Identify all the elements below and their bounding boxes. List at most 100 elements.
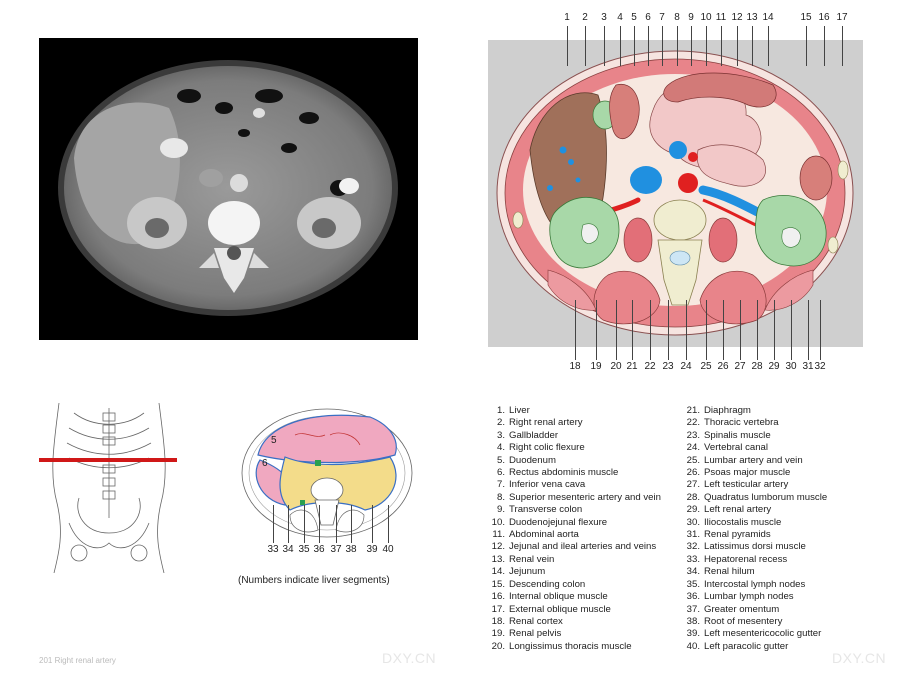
legend-item: 25.Lumbar artery and vein xyxy=(678,455,876,467)
legend-item-text: Rectus abdominis muscle xyxy=(509,467,619,479)
segment-leader-line xyxy=(388,505,389,543)
top-label-16: 16 xyxy=(818,12,830,23)
bottom-label-24: 24 xyxy=(680,361,692,372)
top-label-5: 5 xyxy=(631,12,637,23)
bottom-leader-line xyxy=(650,300,651,360)
segment-leader-line xyxy=(319,505,320,543)
legend-item-text: Right renal artery xyxy=(509,417,583,429)
bottom-leader-line xyxy=(808,300,809,360)
legend-item-number: 40. xyxy=(686,640,700,652)
bottom-label-23: 23 xyxy=(662,361,674,372)
top-leader-line xyxy=(585,26,586,66)
legend-item-text: Renal pelvis xyxy=(509,628,562,640)
segment-label-40: 40 xyxy=(382,544,394,555)
segment-label-36: 36 xyxy=(313,544,325,555)
legend-item-number: 35. xyxy=(686,578,700,590)
top-leader-line xyxy=(752,26,753,66)
top-label-17: 17 xyxy=(836,12,848,23)
legend-item: 18.Renal cortex xyxy=(483,616,681,628)
legend-item: 7.Inferior vena cava xyxy=(483,479,681,491)
legend-item-number: 18. xyxy=(491,615,505,627)
bottom-label-30: 30 xyxy=(785,361,797,372)
legend-item-text: Duodenum xyxy=(509,454,556,466)
legend-item-number: 8. xyxy=(496,491,505,503)
ct-scan-drawing xyxy=(58,60,398,316)
legend-item: 11.Abdominal aorta xyxy=(483,529,681,541)
legend-item-number: 38. xyxy=(686,615,700,627)
top-leader-line xyxy=(806,26,807,66)
legend-item-text: Quadratus lumborum muscle xyxy=(704,491,828,503)
bottom-leader-line xyxy=(668,300,669,360)
legend-item-number: 25. xyxy=(686,454,700,466)
legend-item-number: 12. xyxy=(491,541,505,553)
top-label-1: 1 xyxy=(564,12,570,23)
legend-item-text: External oblique muscle xyxy=(509,603,611,615)
top-leader-line xyxy=(842,26,843,66)
legend-item-text: Renal vein xyxy=(509,553,555,565)
segment-label-33: 33 xyxy=(267,544,279,555)
legend-item: 26.Psoas major muscle xyxy=(678,467,876,479)
legend-item: 8.Superior mesenteric artery and vein xyxy=(483,492,681,504)
legend-item-number: 6. xyxy=(496,467,505,479)
bottom-leader-line xyxy=(686,300,687,360)
legend-item-number: 37. xyxy=(686,603,700,615)
legend-item-number: 34. xyxy=(686,566,700,578)
footer-text: 201 Right renal artery xyxy=(39,656,116,665)
legend-item: 22.Thoracic vertebra xyxy=(678,417,876,429)
legend-item-number: 23. xyxy=(686,429,700,441)
legend-item-text: Transverse colon xyxy=(509,504,583,516)
legend-item-text: Descending colon xyxy=(509,578,586,590)
segment-label-34: 34 xyxy=(282,544,294,555)
top-leader-line xyxy=(648,26,649,66)
top-label-14: 14 xyxy=(762,12,774,23)
bottom-label-26: 26 xyxy=(717,361,729,372)
legend-item: 21.Diaphragm xyxy=(678,405,876,417)
bottom-label-22: 22 xyxy=(644,361,656,372)
legend-item-number: 36. xyxy=(686,591,700,603)
legend-item-text: Left mesentericocolic gutter xyxy=(704,628,822,640)
legend-item: 39.Left mesentericocolic gutter xyxy=(678,628,876,640)
top-label-8: 8 xyxy=(674,12,680,23)
top-leader-line xyxy=(721,26,722,66)
legend-item-text: Psoas major muscle xyxy=(704,467,791,479)
top-label-11: 11 xyxy=(715,12,727,23)
top-label-7: 7 xyxy=(659,12,665,23)
legend-item-text: Thoracic vertebra xyxy=(704,417,779,429)
top-label-12: 12 xyxy=(731,12,743,23)
legend-item-number: 31. xyxy=(686,529,700,541)
segment-label-37: 37 xyxy=(330,544,342,555)
bottom-leader-line xyxy=(740,300,741,360)
legend-item: 29.Left renal artery xyxy=(678,504,876,516)
anatomy-drawing xyxy=(496,50,854,336)
legend-item: 14.Jejunum xyxy=(483,566,681,578)
legend-item: 36.Lumbar lymph nodes xyxy=(678,591,876,603)
legend-item-text: Latissimus dorsi muscle xyxy=(704,541,806,553)
bottom-leader-line xyxy=(757,300,758,360)
legend-item-text: Abdominal aorta xyxy=(509,529,579,541)
legend-item-number: 3. xyxy=(496,429,505,441)
legend-item: 40. Left paracolic gutter xyxy=(678,641,876,653)
legend-item: 17.External oblique muscle xyxy=(483,604,681,616)
legend-item: 16.Internal oblique muscle xyxy=(483,591,681,603)
legend-item-number: 15. xyxy=(491,578,505,590)
legend-item: 31.Renal pyramids xyxy=(678,529,876,541)
legend-item-number: 2. xyxy=(496,417,505,429)
legend-item: 12. Jejunal and ileal arteries and veins xyxy=(483,541,681,553)
legend-item-number: 10. xyxy=(491,516,505,528)
legend-item: 33.Hepatorenal recess xyxy=(678,554,876,566)
legend-item: 13.Renal vein xyxy=(483,554,681,566)
legend-item-text: Jejunal and ileal arteries and veins xyxy=(509,541,657,553)
bottom-label-25: 25 xyxy=(700,361,712,372)
legend-item: 20.Longissimus thoracis muscle xyxy=(483,641,681,653)
legend-item-number: 24. xyxy=(686,442,700,454)
legend-item-text: Left paracolic gutter xyxy=(704,640,789,652)
segment-label-38: 38 xyxy=(345,544,357,555)
legend-item: 28.Quadratus lumborum muscle xyxy=(678,492,876,504)
bottom-label-19: 19 xyxy=(590,361,602,372)
legend-item-number: 1. xyxy=(496,405,505,416)
top-label-9: 9 xyxy=(688,12,694,23)
legend-item: 35.Intercostal lymph nodes xyxy=(678,579,876,591)
legend-item: 19.Renal pelvis xyxy=(483,628,681,640)
legend-item-text: Inferior vena cava xyxy=(509,479,586,491)
